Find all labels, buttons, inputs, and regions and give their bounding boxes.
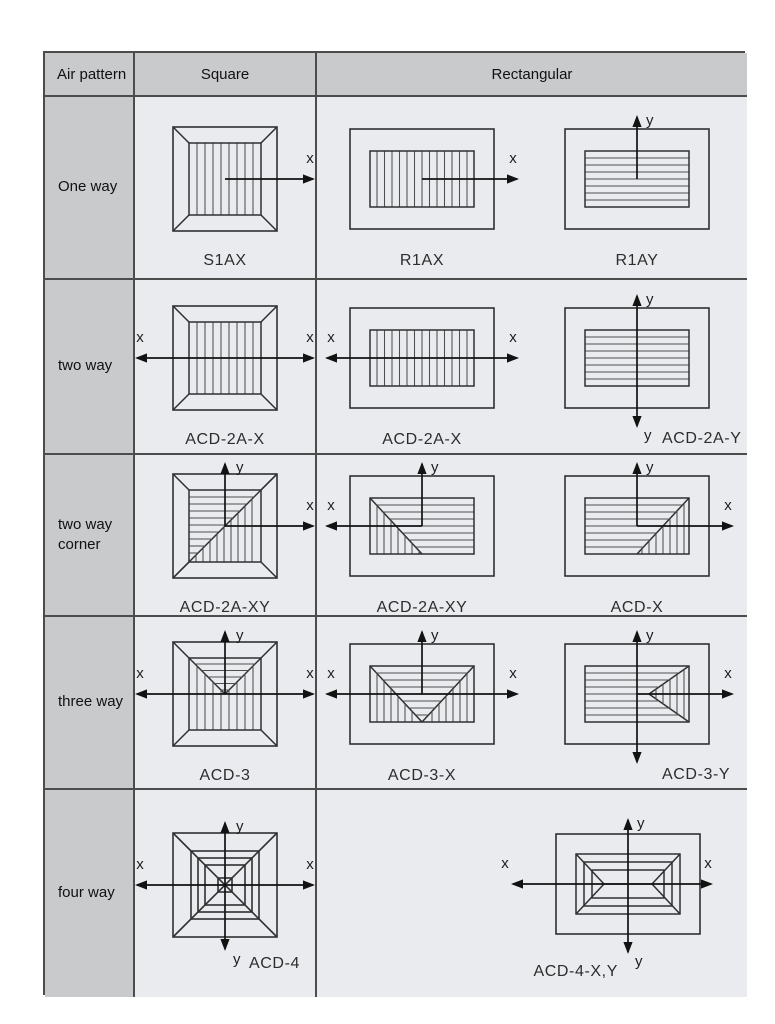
axis-letter: y (431, 627, 439, 644)
axis-letter: x (724, 665, 732, 682)
axis-letter: y (644, 427, 652, 444)
axis-letter: y (233, 951, 241, 968)
axis-letter: x (501, 855, 509, 872)
axis-letter: y (236, 459, 244, 476)
axis-letter: x (136, 665, 144, 682)
axis-letter: x (136, 329, 144, 346)
diagram-label: ACD-2A-XY (377, 599, 468, 616)
axis-letter: x (306, 497, 314, 514)
diagram-label: ACD-2A-Y (662, 430, 741, 447)
axis-letter: x (327, 497, 335, 514)
diagram-label: R1AX (400, 252, 444, 269)
header-rectangular: Rectangular (317, 53, 747, 97)
axis-letter: y (646, 291, 654, 308)
axis-letter: y (646, 112, 654, 129)
axis-letter: x (136, 856, 144, 873)
diagram-label: ACD-4-X,Y (533, 963, 618, 980)
axis-letter: x (509, 329, 517, 346)
diagram-label: ACD-3-X (388, 767, 456, 784)
axis-letter: x (704, 855, 712, 872)
axis-letter: x (327, 329, 335, 346)
diagram-label: ACD-X (611, 599, 664, 616)
diagram-label: S1AX (203, 252, 246, 269)
axis-letter: x (509, 150, 517, 167)
axis-letter: x (724, 497, 732, 514)
row-label-three-way: three way (45, 617, 135, 790)
diagram-label: R1AY (615, 252, 658, 269)
axis-letter: x (509, 665, 517, 682)
header-air-pattern: Air pattern (45, 53, 135, 97)
row-label-two-way: two way (45, 280, 135, 455)
row-label-two-way-corner: two way corner (45, 455, 135, 617)
diagram-label: ACD-4 (249, 955, 300, 972)
diagram-label: ACD-2A-X (382, 431, 461, 448)
axis-letter: y (236, 627, 244, 644)
axis-letter: y (637, 815, 645, 832)
axis-letter: y (646, 459, 654, 476)
diagram-label: ACD-3-Y (662, 766, 730, 783)
axis-letter: x (306, 150, 314, 167)
row-label-four-way: four way (45, 790, 135, 997)
axis-letter: y (646, 627, 654, 644)
axis-letter: x (306, 856, 314, 873)
axis-letter: x (306, 329, 314, 346)
diagram-label: ACD-2A-XY (180, 599, 271, 616)
axis-letter: x (306, 665, 314, 682)
diagram-label: ACD-3 (199, 767, 250, 784)
header-square: Square (135, 53, 317, 97)
axis-letter: x (327, 665, 335, 682)
axis-letter: y (635, 953, 643, 970)
axis-letter: y (431, 459, 439, 476)
row-label-one-way: One way (45, 97, 135, 280)
axis-letter: y (236, 818, 244, 835)
diagram-label: ACD-2A-X (185, 431, 264, 448)
